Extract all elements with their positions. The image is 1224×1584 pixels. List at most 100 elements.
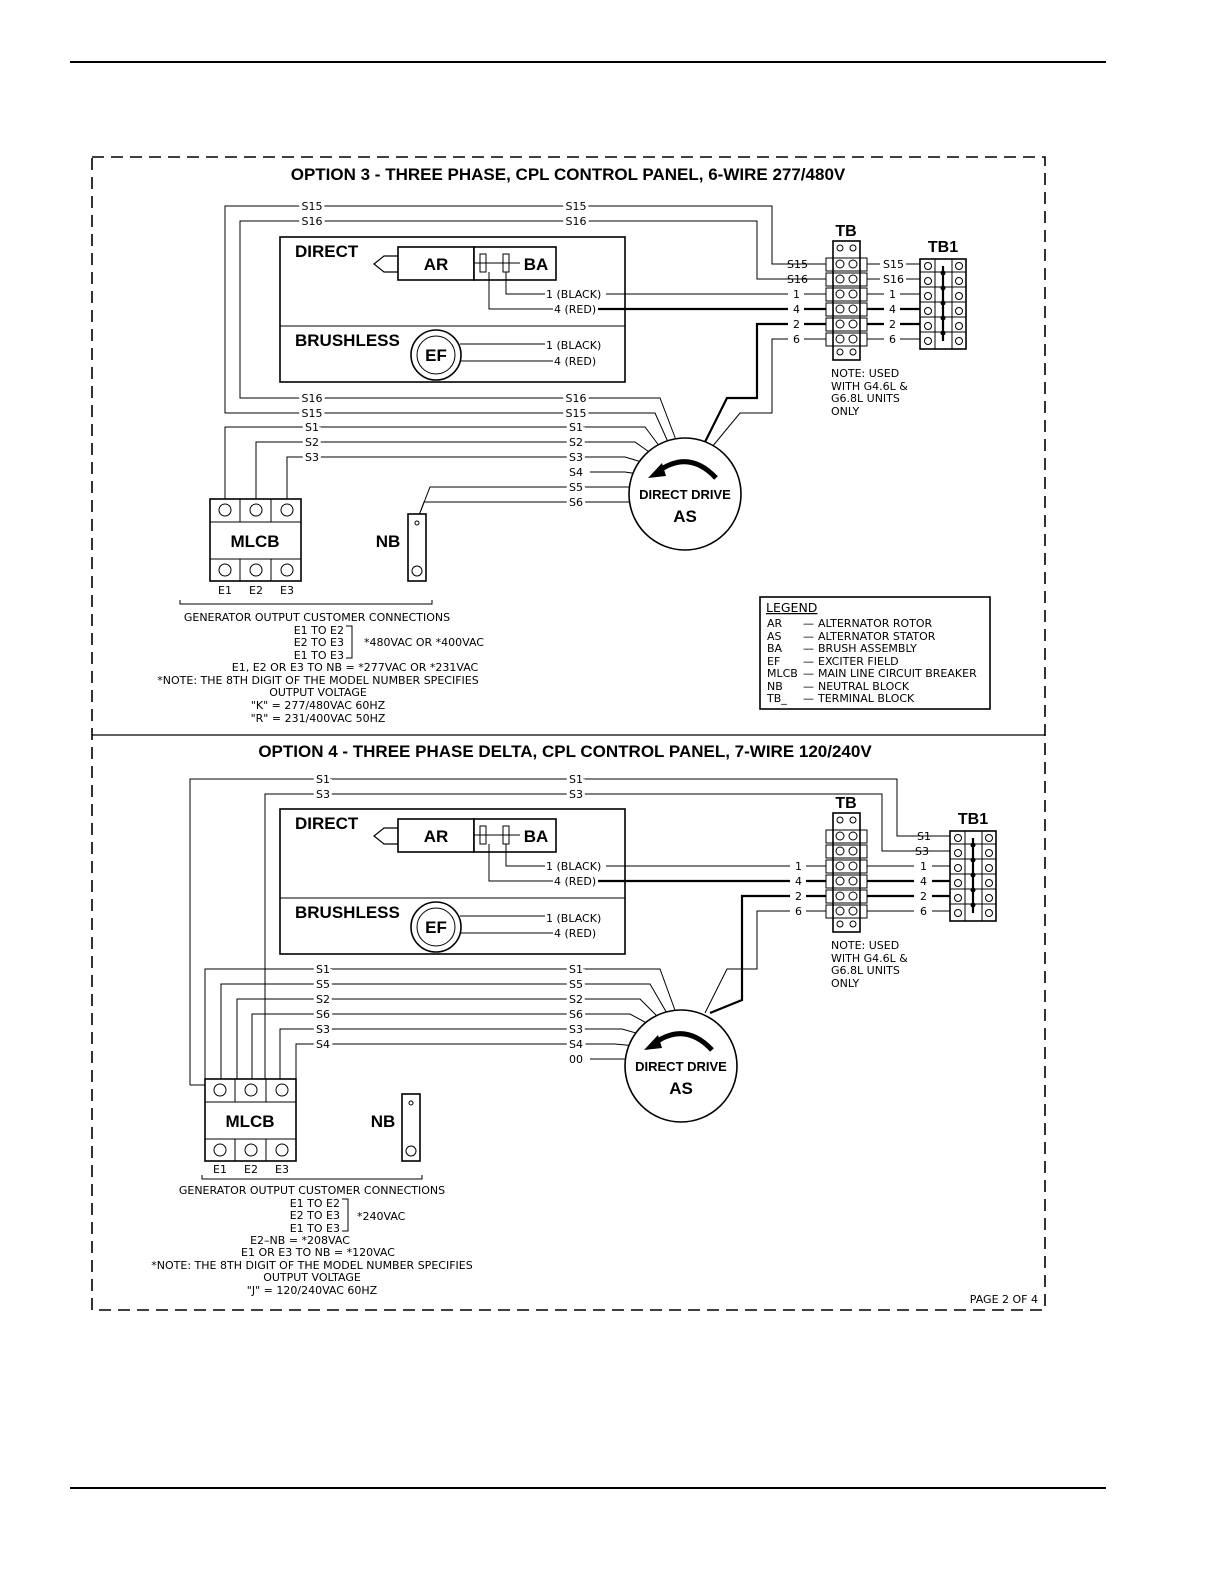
- wire-label: S5: [569, 481, 583, 494]
- connections-line: E2 TO E3: [294, 636, 344, 649]
- connections-line: E1 TO E2: [290, 1197, 340, 1210]
- svg-text:MLCB: MLCB: [767, 667, 798, 680]
- connections-line: "K" = 277/480VAC 60HZ: [251, 699, 386, 712]
- ef-label: EF: [425, 918, 447, 937]
- drive-label: DIRECT DRIVE: [635, 1059, 727, 1074]
- as-label: AS: [669, 1079, 693, 1098]
- tb-right-label: 6: [889, 333, 896, 346]
- ef-red-lead-label: 4 (RED): [554, 927, 596, 940]
- tb1-label: TB1: [928, 239, 958, 256]
- tb-label: TB: [835, 223, 856, 240]
- legend-title: LEGEND: [766, 600, 817, 615]
- rotation-arrow-icon: [658, 459, 718, 480]
- tb-note-line: WITH G4.6L &: [831, 380, 908, 393]
- svg-text:S1: S1: [316, 963, 330, 976]
- brushless-label: BRUSHLESS: [295, 903, 400, 922]
- as-label: AS: [673, 507, 697, 526]
- tb-right-label: S3: [915, 845, 929, 858]
- svg-text:—: —: [803, 692, 814, 705]
- tb-left-label: 4: [795, 875, 802, 888]
- svg-text:S3: S3: [569, 1023, 583, 1036]
- svg-text:S15: S15: [566, 200, 587, 213]
- main-line-circuit-breaker: [209, 498, 302, 582]
- tb-note-line: ONLY: [831, 977, 860, 990]
- direct-label: DIRECT: [295, 814, 359, 833]
- tb-label: TB: [835, 795, 856, 812]
- svg-text:ALTERNATOR STATOR: ALTERNATOR STATOR: [818, 630, 936, 643]
- svg-text:S4: S4: [569, 1038, 583, 1051]
- wire-label: S1: [316, 773, 330, 786]
- svg-text:—: —: [803, 667, 814, 680]
- svg-text:00: 00: [569, 1053, 583, 1066]
- tb-note-line: NOTE: USED: [831, 367, 899, 380]
- svg-text:S15: S15: [302, 407, 323, 420]
- neutral-block: [407, 513, 427, 582]
- ar-label: AR: [424, 255, 449, 274]
- wire-label: S15: [566, 407, 587, 420]
- tb-left-label: 1: [793, 288, 800, 301]
- connections-line: E1, E2 OR E3 TO NB = *277VAC OR *231VAC: [232, 661, 479, 674]
- svg-text:S6: S6: [316, 1008, 330, 1021]
- svg-text:S16: S16: [566, 215, 587, 228]
- wire-label: S6: [316, 1008, 330, 1021]
- svg-text:S15: S15: [566, 407, 587, 420]
- stator-wires: [190, 968, 677, 1086]
- wire-label: S3: [569, 788, 583, 801]
- tb-right-label: S16: [883, 273, 904, 286]
- wire-label: S4: [569, 466, 583, 479]
- tb-right-label: 2: [889, 318, 896, 331]
- svg-text:S3: S3: [316, 1023, 330, 1036]
- wire-label: S3: [305, 451, 319, 464]
- svg-text:S5: S5: [316, 978, 330, 991]
- svg-text:S6: S6: [569, 496, 583, 509]
- direct-label: DIRECT: [295, 242, 359, 261]
- connections-line: OUTPUT VOLTAGE: [263, 1271, 361, 1284]
- alternator-stator: [624, 1009, 738, 1123]
- wire-label: S16: [302, 215, 323, 228]
- main-line-circuit-breaker: [204, 1078, 297, 1162]
- svg-text:S4: S4: [569, 466, 583, 479]
- tb-right-label: 1: [889, 288, 896, 301]
- wire-label: S15: [566, 200, 587, 213]
- connections-line: "R" = 231/400VAC 50HZ: [251, 712, 386, 725]
- svg-text:S3: S3: [305, 451, 319, 464]
- exciter-field: [410, 329, 462, 381]
- wire-label: S3: [316, 1023, 330, 1036]
- svg-text:S1: S1: [569, 421, 583, 434]
- tb1-terminals: [950, 834, 996, 917]
- wire-label: S1: [305, 421, 319, 434]
- svg-text:S6: S6: [569, 1008, 583, 1021]
- tb-note-line: NOTE: USED: [831, 939, 899, 952]
- ba-label: BA: [524, 827, 549, 846]
- tb-left-label: 1: [795, 860, 802, 873]
- tb-right-label: S15: [883, 258, 904, 271]
- svg-text:S16: S16: [566, 392, 587, 405]
- svg-text:AR: AR: [767, 617, 783, 630]
- option3-title: OPTION 3 - THREE PHASE, CPL CONTROL PANE…: [291, 165, 846, 184]
- svg-text:S16: S16: [302, 392, 323, 405]
- svg-text:S1: S1: [305, 421, 319, 434]
- mlcb-label: MLCB: [230, 532, 279, 551]
- tb-right-label: 1: [920, 860, 927, 873]
- nb-label: NB: [371, 1112, 396, 1131]
- svg-text:MAIN LINE CIRCUIT BREAKER: MAIN LINE CIRCUIT BREAKER: [818, 667, 977, 680]
- connections-line: E2–NB = *208VAC: [250, 1234, 350, 1247]
- svg-text:S3: S3: [569, 788, 583, 801]
- wire-label: S2: [316, 993, 330, 1006]
- svg-text:EF: EF: [767, 655, 780, 668]
- wire-label: S1: [569, 773, 583, 786]
- neutral-block: [401, 1093, 421, 1162]
- connections-line: E1 OR E3 TO NB = *120VAC: [241, 1246, 395, 1259]
- ef-black-lead-label: 1 (BLACK): [546, 912, 601, 925]
- diagram-frame: [91, 156, 1046, 1311]
- svg-text:TB_: TB_: [766, 692, 787, 705]
- tb-left-label: S15: [787, 258, 808, 271]
- wire-label: S3: [569, 451, 583, 464]
- wire-label: S6: [569, 1008, 583, 1021]
- svg-text:NEUTRAL BLOCK: NEUTRAL BLOCK: [818, 680, 910, 693]
- svg-text:S1: S1: [316, 773, 330, 786]
- red-lead-label: 4 (RED): [554, 303, 596, 316]
- legend-box: [759, 596, 991, 710]
- wire-label: S15: [302, 200, 323, 213]
